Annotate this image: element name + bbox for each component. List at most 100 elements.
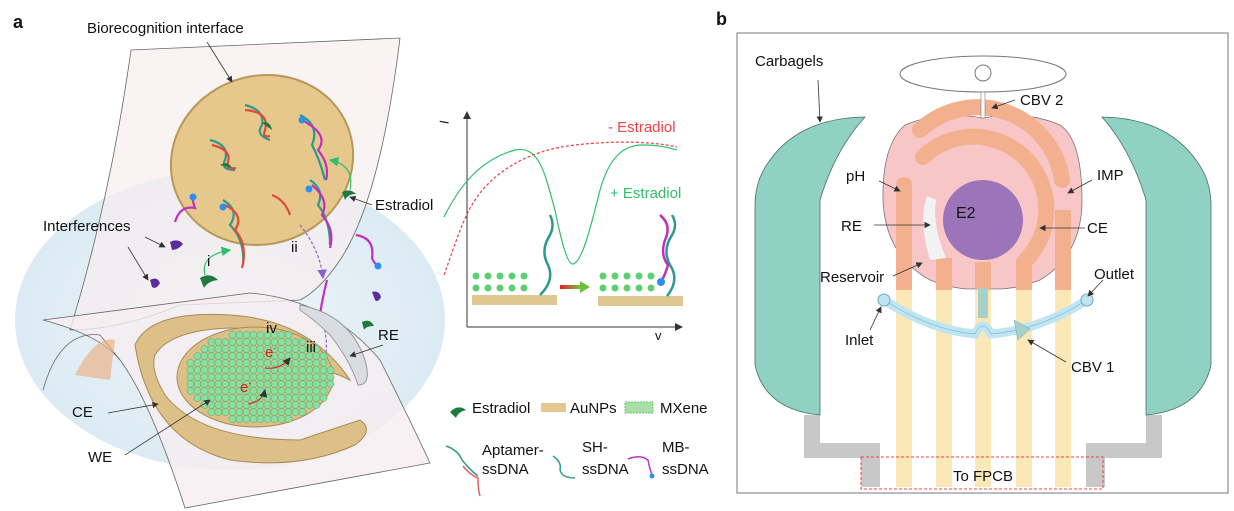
- mxene-lattice: [472, 272, 655, 292]
- nanosphere: [200, 373, 209, 381]
- label-cbv1: CBV 1: [1071, 359, 1114, 376]
- nanosphere: [207, 345, 216, 353]
- nanosphere: [221, 345, 230, 353]
- nanosphere: [221, 352, 230, 360]
- nanosphere: [277, 366, 286, 374]
- nanosphere: [221, 373, 230, 381]
- nanosphere: [242, 401, 251, 409]
- mxene-atom: [623, 272, 631, 280]
- reference-electrode: [299, 304, 368, 386]
- label-outlet: Outlet: [1094, 266, 1135, 283]
- mxene-atom: [647, 284, 655, 292]
- cbv1-valve: [1013, 319, 1031, 341]
- aptamer-ssdna-tail: [462, 465, 481, 497]
- nanosphere: [305, 387, 314, 395]
- nanosphere: [221, 401, 230, 409]
- nanosphere: [228, 338, 237, 346]
- mxene-atom: [472, 284, 480, 292]
- electrodes-b: [896, 99, 1071, 290]
- nanosphere: [193, 352, 202, 360]
- legend-sh-l1: SH-: [582, 439, 608, 456]
- nanosphere: [291, 359, 300, 367]
- series-label-plus: + Estradiol: [610, 185, 681, 202]
- nanosphere: [277, 380, 286, 388]
- nanosphere: [214, 387, 223, 395]
- nanosphere: [319, 366, 328, 374]
- nanosphere: [235, 331, 244, 339]
- reference-electrode-b: [923, 196, 946, 260]
- mb-strand: [659, 214, 670, 281]
- nanosphere: [263, 394, 272, 402]
- electron-arrow: [264, 357, 291, 369]
- nanosphere: [186, 373, 195, 381]
- nanosphere: [242, 352, 251, 360]
- nanosphere: [228, 415, 237, 423]
- legend-aunps: AuNPs: [570, 400, 617, 417]
- nanosphere: [298, 359, 307, 367]
- nanosphere: [284, 331, 293, 339]
- nanosphere: [326, 366, 335, 374]
- label-we: WE: [88, 449, 112, 466]
- nanosphere: [256, 338, 265, 346]
- label-electron: e-: [240, 378, 251, 396]
- nanosphere: [270, 394, 279, 402]
- legend-sh-l2: ssDNA: [582, 461, 629, 478]
- nanosphere: [298, 394, 307, 402]
- nanosphere: [207, 338, 216, 346]
- mxene-atom: [484, 272, 492, 280]
- series-label-minus: - Estradiol: [608, 119, 676, 136]
- nanosphere: [207, 359, 216, 367]
- mxene-atom: [484, 284, 492, 292]
- aptamer-strand: [539, 214, 554, 296]
- methylene-blue: [657, 278, 665, 286]
- nanosphere: [305, 394, 314, 402]
- aptamer-ssdna-icon: [445, 445, 479, 477]
- nanosphere: [221, 394, 230, 402]
- label-re-a: RE: [378, 327, 399, 344]
- nanosphere: [242, 415, 251, 423]
- nanosphere: [200, 366, 209, 374]
- nanosphere: [214, 345, 223, 353]
- nanosphere: [200, 345, 209, 353]
- nanosphere: [186, 380, 195, 388]
- nanosphere: [284, 401, 293, 409]
- nanosphere: [277, 408, 286, 416]
- interference-molecules: [150, 240, 381, 301]
- legend-mb-l1: MB-: [662, 439, 690, 456]
- nanosphere: [256, 352, 265, 360]
- nanosphere: [228, 366, 237, 374]
- nanosphere: [277, 401, 286, 409]
- label-step-ii: ii: [291, 239, 298, 256]
- aunps-icon: [541, 403, 566, 412]
- label-re-b: RE: [841, 218, 862, 235]
- mxene-atom: [496, 272, 504, 280]
- nanosphere: [291, 394, 300, 402]
- nanosphere: [256, 415, 265, 423]
- nanosphere: [277, 345, 286, 353]
- nanosphere: [214, 338, 223, 346]
- label-cbv2: CBV 2: [1020, 92, 1063, 109]
- nanosphere: [249, 338, 258, 346]
- estradiol-icon: [450, 407, 466, 418]
- nanosphere: [270, 415, 279, 423]
- nanosphere: [270, 387, 279, 395]
- nanosphere: [249, 387, 258, 395]
- nanosphere: [214, 352, 223, 360]
- panel-label-b: b: [716, 9, 727, 29]
- leader-lines-b: [816, 79, 1104, 363]
- nanosphere: [235, 366, 244, 374]
- nanosphere: [242, 338, 251, 346]
- nanosphere: [284, 415, 293, 423]
- nanosphere: [312, 401, 321, 409]
- nanosphere: [235, 401, 244, 409]
- nanosphere: [228, 408, 237, 416]
- nanosphere: [249, 352, 258, 360]
- nanosphere: [277, 352, 286, 360]
- nanosphere: [284, 345, 293, 353]
- nanosphere: [214, 408, 223, 416]
- nanosphere: [312, 380, 321, 388]
- nanosphere: [207, 373, 216, 381]
- nanosphere: [319, 373, 328, 381]
- nanosphere: [298, 387, 307, 395]
